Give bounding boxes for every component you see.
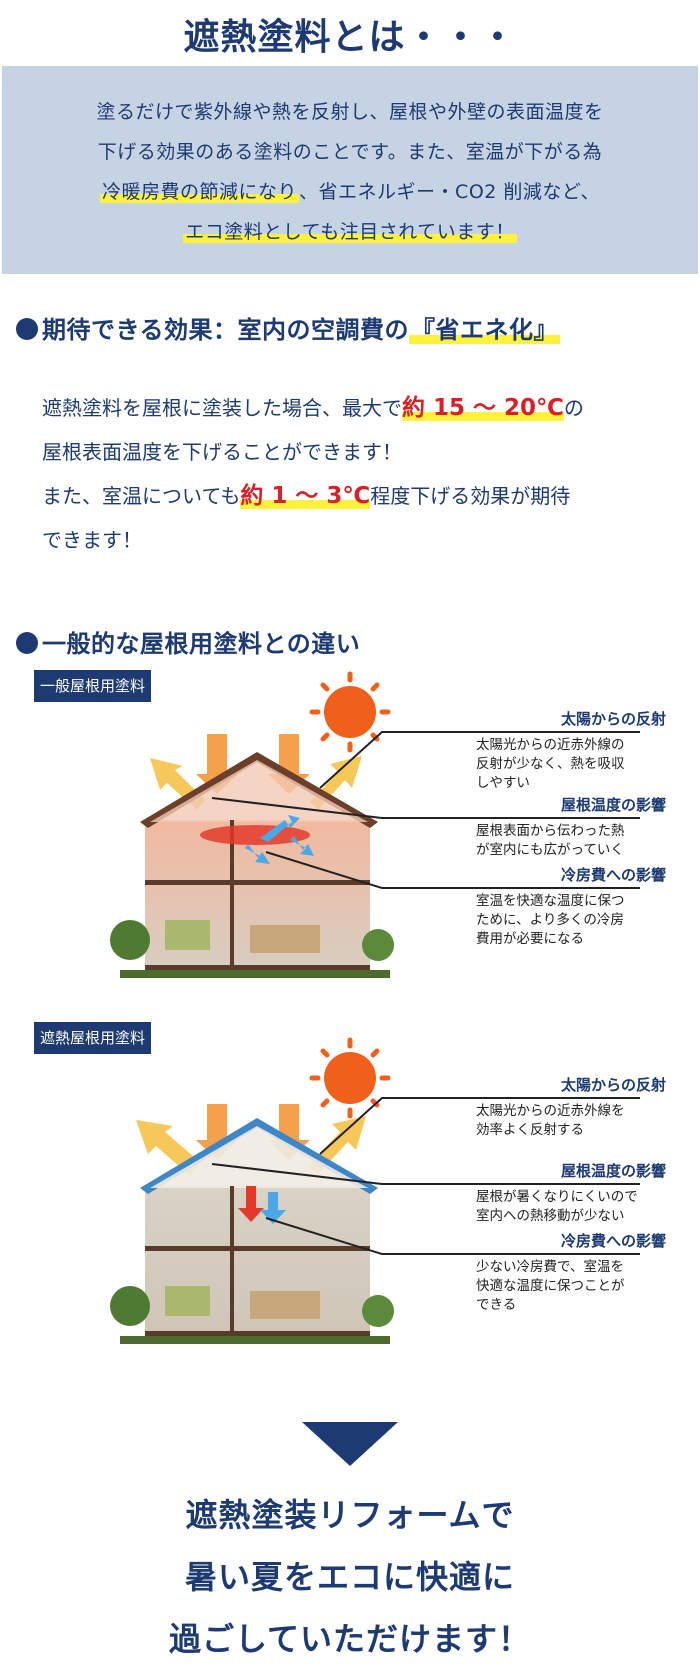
note-line: 室内への熱移動が少ない <box>476 1208 625 1224</box>
note-line: 効率よく反射する <box>476 1122 584 1138</box>
note-line: 太陽光からの近赤外線を <box>476 1103 625 1119</box>
closing-line-2: 暑い夏をエコに快適に <box>184 1558 515 1596</box>
note-body: 屋根表面から伝わった熱 が室内にも広がっていく <box>476 822 696 860</box>
note-title: 屋根温度の影響 <box>560 796 666 814</box>
effect-line-4: できます！ <box>42 528 142 552</box>
intro-line-4: エコ塗料としても注目されています！ <box>2 212 698 252</box>
intro-line-3: 冷暖房費の節減になり、省エネルギー・CO2 削減など、 <box>2 172 698 212</box>
bullet-icon <box>16 632 38 654</box>
note-shield-roof-temp: 屋根温度の影響 屋根が暑くなりにくいので 室内への熱移動が少ない <box>476 1160 696 1226</box>
note-line: 屋根表面から伝わった熱 <box>476 823 625 839</box>
house-icon <box>110 752 394 978</box>
note-body: 太陽光からの近赤外線の 反射が少なく、熱を吸収 しやすい <box>476 736 696 793</box>
house-icon <box>110 1118 394 1344</box>
note-line: 快適な温度に保つことが <box>476 1278 625 1294</box>
note-title: 太陽からの反射 <box>560 1076 666 1094</box>
note-shield-cooling: 冷房費への影響 少ない冷房費で、室温を 快適な温度に保つことが できる <box>476 1230 696 1315</box>
note-line: 反射が少なく、熱を吸収 <box>476 756 625 772</box>
effect-temp-room: 約 1 ～ 3℃ <box>240 483 371 509</box>
effect-line-1-a: 遮熱塗料を屋根に塗装した場合、最大で <box>42 396 402 420</box>
note-title: 太陽からの反射 <box>560 710 666 728</box>
effect-heading-text: 期待できる効果：室内の空調費の <box>42 316 410 344</box>
sun-icon <box>309 671 391 753</box>
note-body: 太陽光からの近赤外線を 効率よく反射する <box>476 1102 696 1140</box>
effect-line-3-b: 程度下げる効果が期待 <box>370 484 571 508</box>
note-line: しやすい <box>476 775 530 791</box>
house-illustration-heat-shield <box>110 1037 640 1344</box>
closing-line-1: 遮熱塗装リフォームで <box>185 1496 515 1534</box>
note-title: 冷房費への影響 <box>560 866 666 884</box>
note-general-reflection: 太陽からの反射 太陽光からの近赤外線の 反射が少なく、熱を吸収 しやすい <box>476 708 696 793</box>
panel-heat-shield: 太陽からの反射 太陽光からの近赤外線を 効率よく反射する 屋根温度の影響 屋根が… <box>0 1036 700 1376</box>
callout-lines <box>211 731 640 889</box>
intro-line-1: 塗るだけで紫外線や熱を反射し、屋根や外壁の表面温度を <box>96 101 604 123</box>
note-line: 太陽光からの近赤外線の <box>476 737 625 753</box>
intro-line-2: 下げる効果のある塗料のことです。また、室温が下がる為 <box>97 141 603 163</box>
effect-line-2: 屋根表面温度を下げることができます！ <box>42 440 402 464</box>
note-title: 屋根温度の影響 <box>560 1162 666 1180</box>
note-general-roof-temp: 屋根温度の影響 屋根表面から伝わった熱 が室内にも広がっていく <box>476 794 696 860</box>
note-line: 屋根が暑くなりにくいので <box>476 1189 638 1205</box>
note-line: が室内にも広がっていく <box>476 842 624 858</box>
effect-line-3: また、室温についても約 1 ～ 3℃程度下げる効果が期待 <box>42 474 682 518</box>
note-line: できる <box>476 1297 517 1313</box>
note-body: 少ない冷房費で、室温を 快適な温度に保つことが できる <box>476 1258 696 1315</box>
note-line: 少ない冷房費で、室温を <box>476 1259 624 1275</box>
note-shield-reflection: 太陽からの反射 太陽光からの近赤外線を 効率よく反射する <box>476 1074 696 1140</box>
bullet-icon <box>16 318 38 340</box>
effect-heading: 期待できる効果：室内の空調費の『省エネ化』 <box>16 310 561 345</box>
effect-text: 遮熱塗料を屋根に塗装した場合、最大で約 15 ～ 20℃の 屋根表面温度を下げる… <box>42 386 682 562</box>
intro-box: 塗るだけで紫外線や熱を反射し、屋根や外壁の表面温度を 下げる効果のある塗料のこと… <box>2 66 698 274</box>
note-line: 室温を快適な温度に保つ <box>476 893 625 909</box>
intro-highlight-2: エコ塗料としても注目されています！ <box>183 221 517 243</box>
note-body: 室温を快適な温度に保つ ために、より多くの冷房 費用が必要になる <box>476 892 696 949</box>
note-line: ために、より多くの冷房 <box>476 912 624 928</box>
note-line: 費用が必要になる <box>476 931 584 947</box>
effect-heading-highlight: 『省エネ化』 <box>409 316 561 344</box>
effect-line-3-a: また、室温についても <box>42 484 241 508</box>
note-general-cooling: 冷房費への影響 室温を快適な温度に保つ ために、より多くの冷房 費用が必要になる <box>476 864 696 949</box>
panel-general: 太陽からの反射 太陽光からの近赤外線の 反射が少なく、熱を吸収 しやすい 屋根温… <box>0 670 700 1010</box>
intro-highlight-1: 冷暖房費の節減になり <box>100 181 300 203</box>
note-body: 屋根が暑くなりにくいので 室内への熱移動が少ない <box>476 1188 696 1226</box>
intro-line-3-rest: 、省エネルギー・CO2 削減など、 <box>299 181 600 203</box>
callout-lines <box>211 1097 640 1255</box>
effect-temp-roof: 約 15 ～ 20℃ <box>402 395 564 421</box>
effect-line-1-b: の <box>563 396 584 420</box>
closing-message: 遮熱塗装リフォームで 暑い夏をエコに快適に 過ごしていただけます！ <box>0 1484 700 1666</box>
note-title: 冷房費への影響 <box>560 1232 666 1250</box>
down-arrow-icon <box>302 1422 398 1466</box>
effect-line-1: 遮熱塗料を屋根に塗装した場合、最大で約 15 ～ 20℃の <box>42 386 682 430</box>
sun-icon <box>309 1037 391 1119</box>
tag-general-paint: 一般屋根用塗料 <box>34 670 152 702</box>
compare-heading-text: 一般的な屋根用塗料との違い <box>42 630 361 658</box>
compare-heading: 一般的な屋根用塗料との違い <box>16 624 360 659</box>
closing-line-3: 過ごしていただけます！ <box>168 1620 532 1658</box>
page-title: 遮熱塗料とは・・・ <box>183 17 517 58</box>
house-illustration-general <box>110 671 640 978</box>
tag-heat-shield-paint: 遮熱屋根用塗料 <box>34 1022 152 1054</box>
